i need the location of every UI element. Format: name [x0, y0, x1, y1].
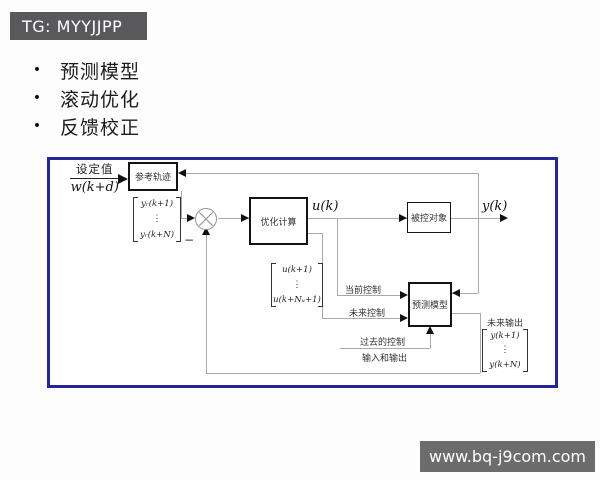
prediction-model-block: 预测模型: [408, 282, 452, 327]
reference-trajectory-block: 参考轨迹: [128, 162, 178, 191]
output-vector-bottom: y(k+N): [489, 360, 521, 370]
connector-prediction-out-vertical: [480, 313, 481, 373]
connector-bottom-feedback: [206, 373, 480, 374]
reference-vector: yᵣ(k+1) ⋮ yᵣ(k+N): [133, 197, 181, 242]
setpoint-fraction: 设定值 w(k+d): [70, 161, 120, 195]
arrowhead-future-into-prediction: [400, 314, 408, 322]
connector-into-prediction: [452, 293, 478, 294]
connector-prediction-out: [452, 313, 480, 314]
past-control-label-1: 过去的控制: [360, 338, 406, 348]
reference-trajectory-label: 参考轨迹: [134, 173, 171, 183]
arrowhead-into-junction: [187, 214, 195, 222]
vertical-dots: ⋮: [152, 214, 162, 224]
bullet-icon: •: [32, 118, 42, 134]
connector-junction-out: [218, 218, 249, 219]
connector-top-feedback: [186, 173, 478, 174]
arrowhead-feedback-into-reference: [178, 169, 186, 177]
connector-reference-down: [181, 191, 182, 218]
y-signal-label: y(k): [482, 199, 508, 214]
arrowhead-feedback-into-junction: [202, 227, 210, 235]
telegram-badge: TG: MYYJJPP: [10, 12, 147, 40]
connector-left-feedback-vertical: [206, 235, 207, 373]
connector-reference-into-junction: [181, 218, 190, 219]
plant-block: 被控对象: [407, 202, 451, 233]
connector-future-control-3: [322, 318, 401, 319]
arrowhead-feedback-into-prediction: [452, 289, 460, 297]
bullet-icon: •: [32, 62, 42, 78]
past-control-label-2: 输入和输出: [362, 354, 408, 364]
arrowhead-into-plant: [399, 214, 407, 222]
bullet-icon: •: [32, 90, 42, 106]
reference-vector-top: yᵣ(k+1): [140, 199, 174, 209]
connector-feedback-vertical: [478, 173, 479, 293]
arrowhead-past-into-prediction: [426, 326, 434, 334]
control-vector-top: u(k+1): [282, 265, 312, 275]
arrowhead-y-output: [500, 214, 508, 222]
mpc-diagram-frame: 设定值 w(k+d) 参考轨迹 优化计算 被控对象 预测模型 − u(k) y(…: [47, 157, 558, 388]
vertical-dots: ⋮: [292, 279, 302, 290]
minus-sign: −: [184, 233, 195, 247]
connector-y-output: [451, 218, 502, 219]
connector-current-control: [337, 295, 401, 296]
reference-vector-bottom: yᵣ(k+N): [139, 230, 175, 240]
connector-future-control-1: [308, 233, 322, 234]
u-signal-label: u(k): [312, 199, 339, 214]
plant-label: 被控对象: [410, 214, 447, 224]
connector-past-control-vertical: [430, 334, 431, 348]
connector-past-control: [340, 348, 430, 349]
bullet-label: 预测模型: [60, 60, 141, 83]
connector-u-output: [308, 218, 407, 219]
mpc-diagram: 设定值 w(k+d) 参考轨迹 优化计算 被控对象 预测模型 − u(k) y(…: [50, 160, 555, 385]
output-vector-top: y(k+1): [490, 331, 520, 341]
output-vector: y(k+1) ⋮ y(k+N): [482, 329, 528, 372]
list-item: • 滚动优化: [30, 84, 140, 112]
list-item: • 反馈校正: [30, 112, 140, 140]
list-item: • 预测模型: [30, 56, 140, 84]
watermark-bar: www.bq-j9com.com: [420, 441, 595, 472]
future-control-label: 未来控制: [349, 309, 386, 319]
prediction-model-label: 预测模型: [411, 301, 448, 311]
bullet-label: 滚动优化: [60, 88, 141, 111]
control-vector: u(k+1) ⋮ u(k+Nᵤ+1): [271, 263, 323, 307]
optimization-block: 优化计算: [249, 197, 308, 245]
bullet-label: 反馈校正: [60, 116, 141, 139]
arrowhead-current-into-prediction: [400, 291, 408, 299]
summing-junction: [195, 208, 217, 230]
setpoint-label: 设定值: [70, 161, 120, 179]
control-vector-bottom: u(k+Nᵤ+1): [273, 295, 321, 305]
arrowhead-into-optimization: [241, 214, 249, 222]
future-output-label: 未来输出: [487, 319, 524, 329]
vertical-dots: ⋮: [500, 345, 510, 355]
watermark-url: www.bq-j9com.com: [428, 447, 586, 466]
connector-current-control-vertical: [337, 218, 338, 295]
arrowhead-into-reference: [118, 174, 128, 184]
optimization-label: 优化计算: [260, 217, 297, 228]
setpoint-signal: w(k+d): [70, 180, 119, 195]
badge-label: TG: MYYJJPP: [22, 16, 123, 36]
bullet-list: • 预测模型 • 滚动优化 • 反馈校正: [30, 56, 140, 140]
current-control-label: 当前控制: [345, 286, 382, 296]
